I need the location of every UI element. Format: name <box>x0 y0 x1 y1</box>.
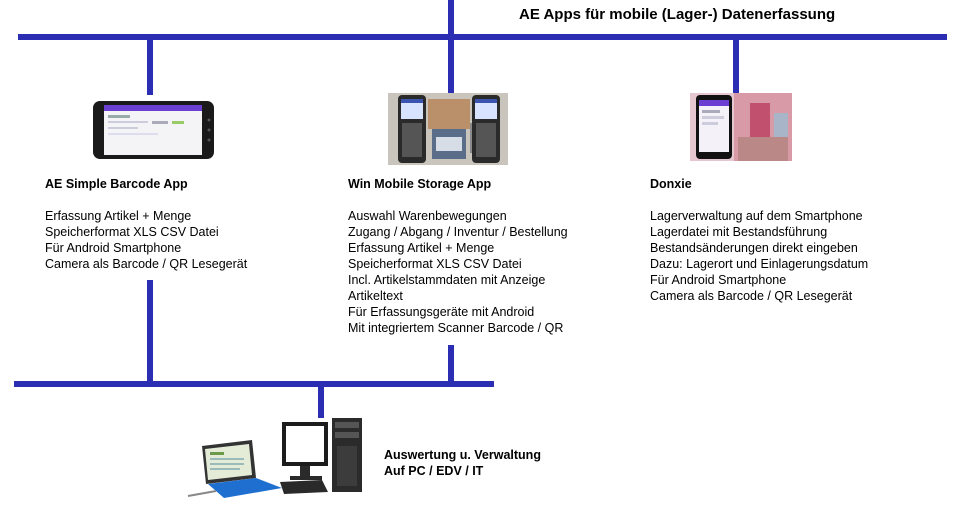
column-win-mobile-storage: Win Mobile Storage App Auswahl Warenbewe… <box>348 176 568 336</box>
pc-label-line2: Auf PC / EDV / IT <box>384 464 484 478</box>
center-lower-line <box>448 345 454 384</box>
feature-line: Bestandsänderungen direkt eingeben <box>650 241 858 255</box>
pc-drop-line <box>318 384 324 418</box>
feature-line: Artikeltext <box>348 289 403 303</box>
column-donxie: Donxie Lagerverwaltung auf dem Smartphon… <box>650 176 868 304</box>
handheld-scanner-icon <box>388 93 508 170</box>
feature-line: Mit integriertem Scanner Barcode / QR <box>348 321 564 335</box>
pc-evaluation-label: Auswertung u. Verwaltung Auf PC / EDV / … <box>384 447 541 479</box>
feature-line: Zugang / Abgang / Inventur / Bestellung <box>348 225 568 239</box>
column-heading: AE Simple Barcode App <box>45 177 188 191</box>
center-riser-line <box>448 0 454 95</box>
left-lower-line <box>147 280 153 384</box>
feature-line: Dazu: Lagerort und Einlagerungsdatum <box>650 257 869 271</box>
right-drop-line <box>733 38 739 95</box>
top-bus-line <box>18 34 947 40</box>
warehouse-phone-icon <box>690 93 792 166</box>
feature-line: Lagerdatei mit Bestandsführung <box>650 225 828 239</box>
feature-line: Für Android Smartphone <box>45 241 182 255</box>
column-heading: Win Mobile Storage App <box>348 177 492 191</box>
feature-line: Für Android Smartphone <box>650 273 787 287</box>
feature-line: Camera als Barcode / QR Lesegerät <box>650 289 853 303</box>
feature-line: Speicherformat XLS CSV Datei <box>348 257 522 271</box>
column-heading: Donxie <box>650 177 692 191</box>
feature-line: Speicherformat XLS CSV Datei <box>45 225 219 239</box>
diagram-title: AE Apps für mobile (Lager-) Datenerfassu… <box>519 6 836 23</box>
feature-line: Für Erfassungsgeräte mit Android <box>348 305 535 319</box>
feature-line: Incl. Artikelstammdaten mit Anzeige <box>348 273 546 287</box>
bottom-bus-line <box>14 381 494 387</box>
feature-line: Lagerverwaltung auf dem Smartphone <box>650 209 863 223</box>
feature-line: Auswahl Warenbewegungen <box>348 209 507 223</box>
feature-line: Erfassung Artikel + Menge <box>45 209 192 223</box>
feature-line: Erfassung Artikel + Menge <box>348 241 495 255</box>
column-ae-simple-barcode: AE Simple Barcode App Erfassung Artikel … <box>45 176 247 272</box>
left-drop-line <box>147 38 153 95</box>
android-phone-icon <box>92 100 215 165</box>
pc-tablet-icon <box>186 418 366 505</box>
pc-label-line1: Auswertung u. Verwaltung <box>384 448 541 462</box>
feature-line: Camera als Barcode / QR Lesegerät <box>45 257 248 271</box>
